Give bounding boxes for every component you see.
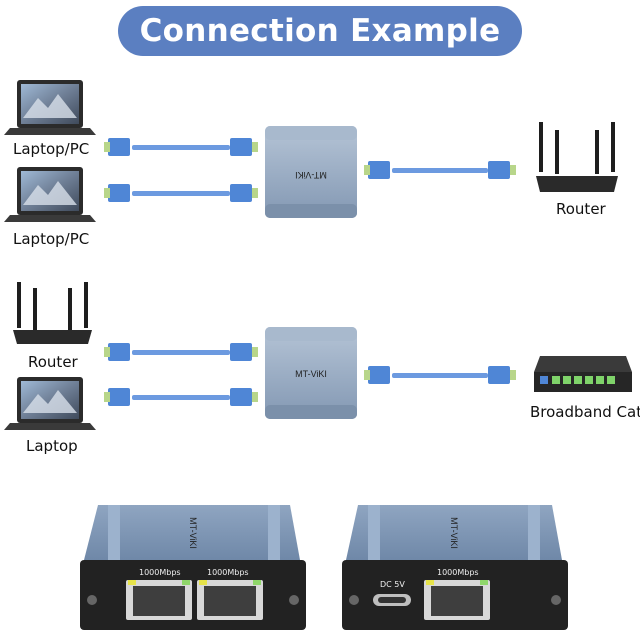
port-speed-label: 1000Mbps (437, 568, 479, 577)
device-label: Router (28, 353, 78, 371)
device-label: Router (556, 200, 606, 218)
laptop-icon (4, 80, 96, 135)
device-label: Laptop/PC (13, 140, 90, 158)
device-label: Laptop (26, 437, 78, 455)
splitter-box (265, 126, 357, 218)
port-speed-label: 1000Mbps (139, 568, 181, 577)
splitter-unit-back (342, 505, 568, 630)
power-label: DC 5V (380, 580, 405, 589)
laptop-icon (4, 377, 96, 430)
ethernet-cable (104, 388, 258, 406)
laptop-icon (4, 167, 96, 222)
ethernet-cable (104, 138, 258, 156)
brand-logo: MT-ViKI (295, 369, 327, 379)
port-speed-label: 1000Mbps (207, 568, 249, 577)
brand-logo: MT-ViKI (188, 517, 198, 549)
device-label: Laptop/PC (13, 230, 90, 248)
brand-logo: MT-ViKI (295, 170, 327, 180)
ethernet-cable (364, 161, 516, 179)
switch-icon (534, 356, 632, 392)
page-title: Connection Example (118, 6, 522, 56)
ethernet-cable (104, 184, 258, 202)
ethernet-cable (364, 366, 516, 384)
device-label: Broadband Cat (530, 403, 640, 421)
splitter-box (265, 327, 357, 419)
splitter-unit-front (80, 505, 306, 630)
router-icon (13, 282, 92, 344)
ethernet-cable (104, 343, 258, 361)
brand-logo: MT-ViKI (449, 517, 459, 549)
router-icon (536, 122, 618, 192)
